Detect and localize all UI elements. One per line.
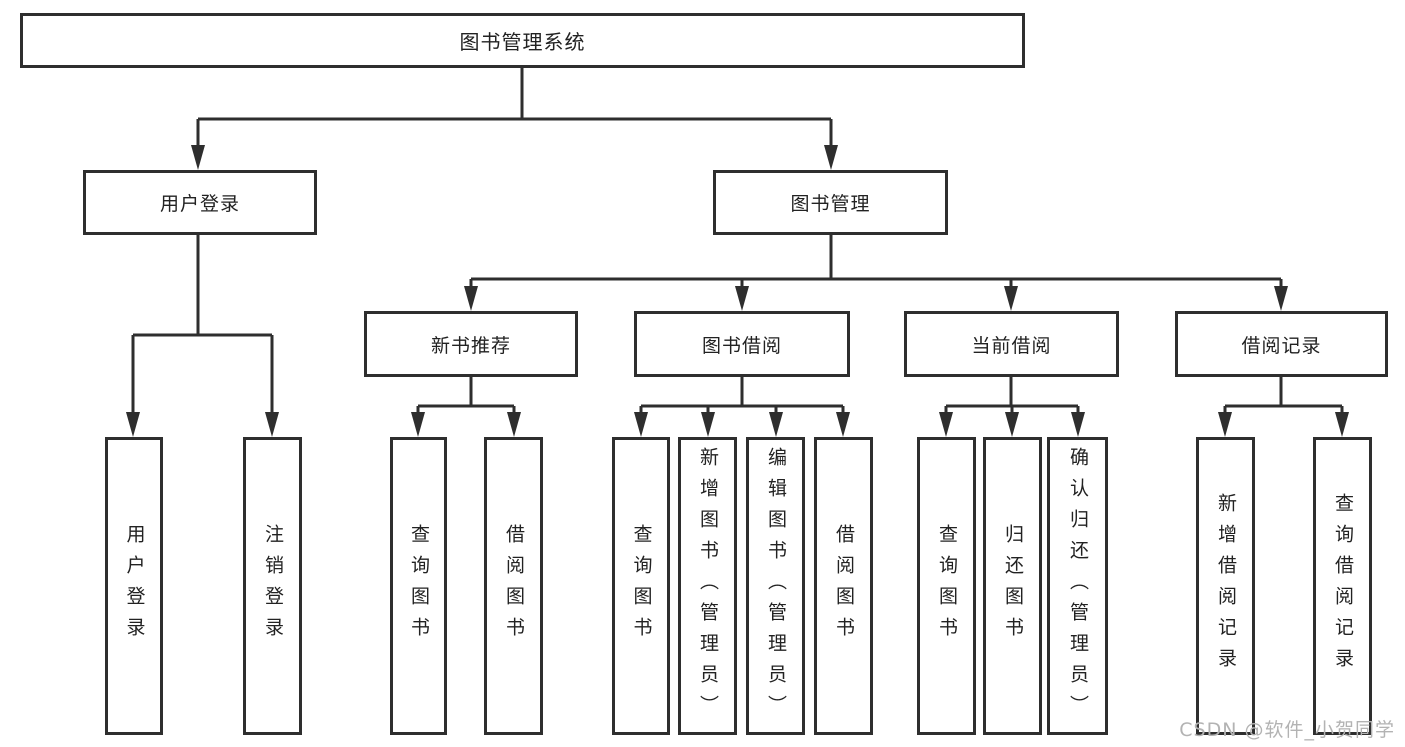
leaf-add-books-admin-label: 新增图书（管理员）: [697, 446, 719, 726]
leaf-query-books-current-label: 查询图书: [936, 524, 958, 648]
leaf-add-borrow-record-label: 新增借阅记录: [1215, 493, 1237, 679]
leaf-query-books-recommend-label: 查询图书: [408, 524, 430, 648]
leaf-borrow-books-recommend: 借阅图书: [484, 437, 543, 735]
leaf-confirm-return-admin: 确认归还（管理员）: [1047, 437, 1108, 735]
node-borrowing-records: 借阅记录: [1175, 311, 1388, 377]
leaf-query-books-borrowing: 查询图书: [612, 437, 670, 735]
leaf-return-books-label: 归还图书: [1002, 524, 1024, 648]
leaf-user-login: 用户登录: [105, 437, 163, 735]
node-book-management: 图书管理: [713, 170, 948, 235]
leaf-borrow-books-label: 借阅图书: [833, 524, 855, 648]
leaf-borrow-books: 借阅图书: [814, 437, 873, 735]
leaf-query-borrow-record: 查询借阅记录: [1313, 437, 1372, 735]
leaf-query-books-current: 查询图书: [917, 437, 976, 735]
leaf-query-books-recommend: 查询图书: [390, 437, 447, 735]
leaf-edit-books-admin-label: 编辑图书（管理员）: [765, 446, 787, 726]
arrowheads: [126, 145, 1349, 437]
node-current-borrowing: 当前借阅: [904, 311, 1119, 377]
leaf-logout-label: 注销登录: [262, 524, 284, 648]
leaf-borrow-books-recommend-label: 借阅图书: [503, 524, 525, 648]
leaf-query-books-borrowing-label: 查询图书: [630, 524, 653, 648]
node-library-management-system: 图书管理系统: [20, 13, 1025, 68]
leaf-add-books-admin: 新增图书（管理员）: [678, 437, 737, 735]
leaf-add-borrow-record: 新增借阅记录: [1196, 437, 1255, 735]
node-user-login: 用户登录: [83, 170, 317, 235]
leaf-confirm-return-admin-label: 确认归还（管理员）: [1067, 446, 1089, 726]
node-new-book-recommendation: 新书推荐: [364, 311, 578, 377]
leaf-query-borrow-record-label: 查询借阅记录: [1332, 493, 1354, 679]
node-book-borrowing: 图书借阅: [634, 311, 850, 377]
leaf-edit-books-admin: 编辑图书（管理员）: [746, 437, 805, 735]
leaf-user-login-label: 用户登录: [123, 524, 146, 648]
leaf-logout: 注销登录: [243, 437, 302, 735]
leaf-return-books: 归还图书: [983, 437, 1042, 735]
